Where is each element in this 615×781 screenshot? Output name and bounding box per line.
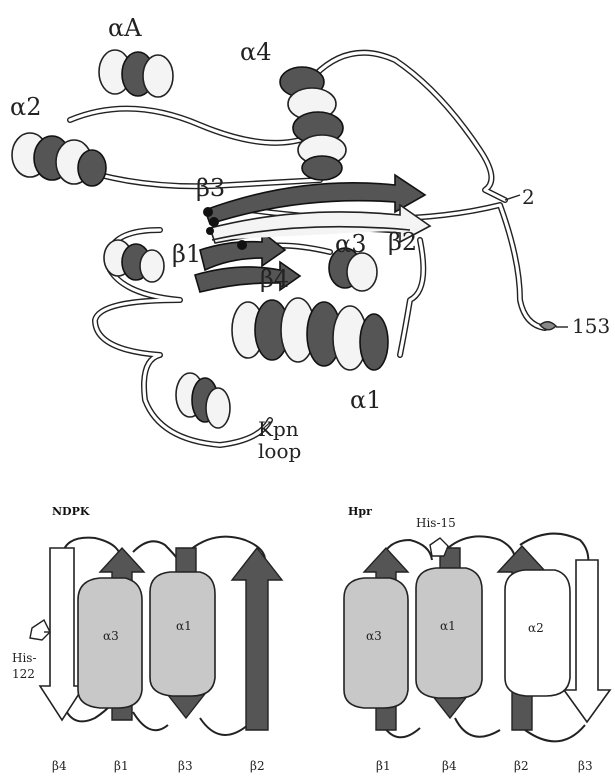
ndpk-helix-alpha3 — [78, 578, 142, 708]
label-beta1: β1 — [172, 240, 201, 268]
helix-alphaA — [99, 50, 173, 97]
connector-loop — [133, 712, 168, 730]
connector-loop — [200, 718, 248, 735]
ndpk-helix-label: α3 — [103, 629, 119, 643]
label-alpha2: α2 — [10, 93, 41, 121]
hpr-strand-label: β1 — [376, 759, 391, 773]
label-kpn: Kpn — [258, 417, 299, 441]
hpr-residue-label: His-15 — [416, 516, 456, 530]
hpr-strand-label: β3 — [578, 759, 593, 773]
ndpk-strand-label: β4 — [52, 759, 67, 773]
ndpk-helix-label: α1 — [176, 619, 192, 633]
histidine-atom — [209, 217, 219, 227]
helix-alpha2 — [12, 133, 106, 186]
histidine-atom — [237, 240, 247, 250]
histidine-atom — [206, 227, 214, 235]
ndpk-topology: NDPK α3 α1 His- 122 β4 β1 β3 β2 — [12, 505, 282, 773]
label-residue-153: 153 — [572, 314, 610, 338]
hpr-helix-label: α2 — [528, 621, 544, 635]
helix-alpha4 — [280, 67, 346, 180]
connector-loop — [455, 718, 500, 737]
connector-loop — [525, 725, 585, 741]
ndpk-residue-label: 122 — [12, 667, 35, 681]
hpr-helix-alpha1 — [416, 568, 482, 698]
label-alpha3: α3 — [335, 230, 366, 258]
ndpk-helix-alpha1 — [150, 572, 215, 696]
hpr-strand-label: β4 — [442, 759, 457, 773]
hpr-title: Hpr — [348, 505, 372, 518]
histidine-marker — [430, 538, 448, 556]
label-beta2: β2 — [388, 228, 417, 256]
ribbon-diagram: αA α4 α2 β3 2 β1 β2 β4 α3 153 α1 Kpn loo… — [10, 14, 610, 463]
histidine-atom — [203, 207, 213, 217]
ndpk-title: NDPK — [52, 505, 90, 518]
hpr-helix-label: α3 — [366, 629, 382, 643]
ndpk-strand-label: β3 — [178, 759, 193, 773]
label-alpha4: α4 — [240, 38, 271, 66]
histidine-marker — [30, 620, 50, 640]
ndpk-strand-label: β2 — [250, 759, 265, 773]
ndpk-strand-label: β1 — [114, 759, 129, 773]
label-beta3: β3 — [196, 174, 225, 202]
hpr-strand-label: β2 — [514, 759, 529, 773]
helix-alpha1 — [232, 298, 388, 370]
label-alphaA: αA — [108, 14, 142, 42]
hpr-helix-alpha3 — [344, 578, 408, 708]
helix-kpn — [176, 373, 230, 428]
helix-left — [104, 240, 164, 282]
coil-segment — [70, 109, 300, 143]
label-loop: loop — [258, 439, 301, 463]
label-beta4: β4 — [260, 265, 289, 293]
hpr-strand-beta3 — [564, 560, 610, 722]
hpr-helix-label: α1 — [440, 619, 456, 633]
label-alpha1: α1 — [350, 386, 381, 414]
hpr-topology: Hpr α3 α1 α2 His-15 β1 β4 β2 β3 — [344, 505, 610, 773]
ndpk-residue-label: His- — [12, 651, 37, 665]
label-residue-2: 2 — [522, 185, 535, 209]
ndpk-strand-beta2 — [232, 548, 282, 730]
